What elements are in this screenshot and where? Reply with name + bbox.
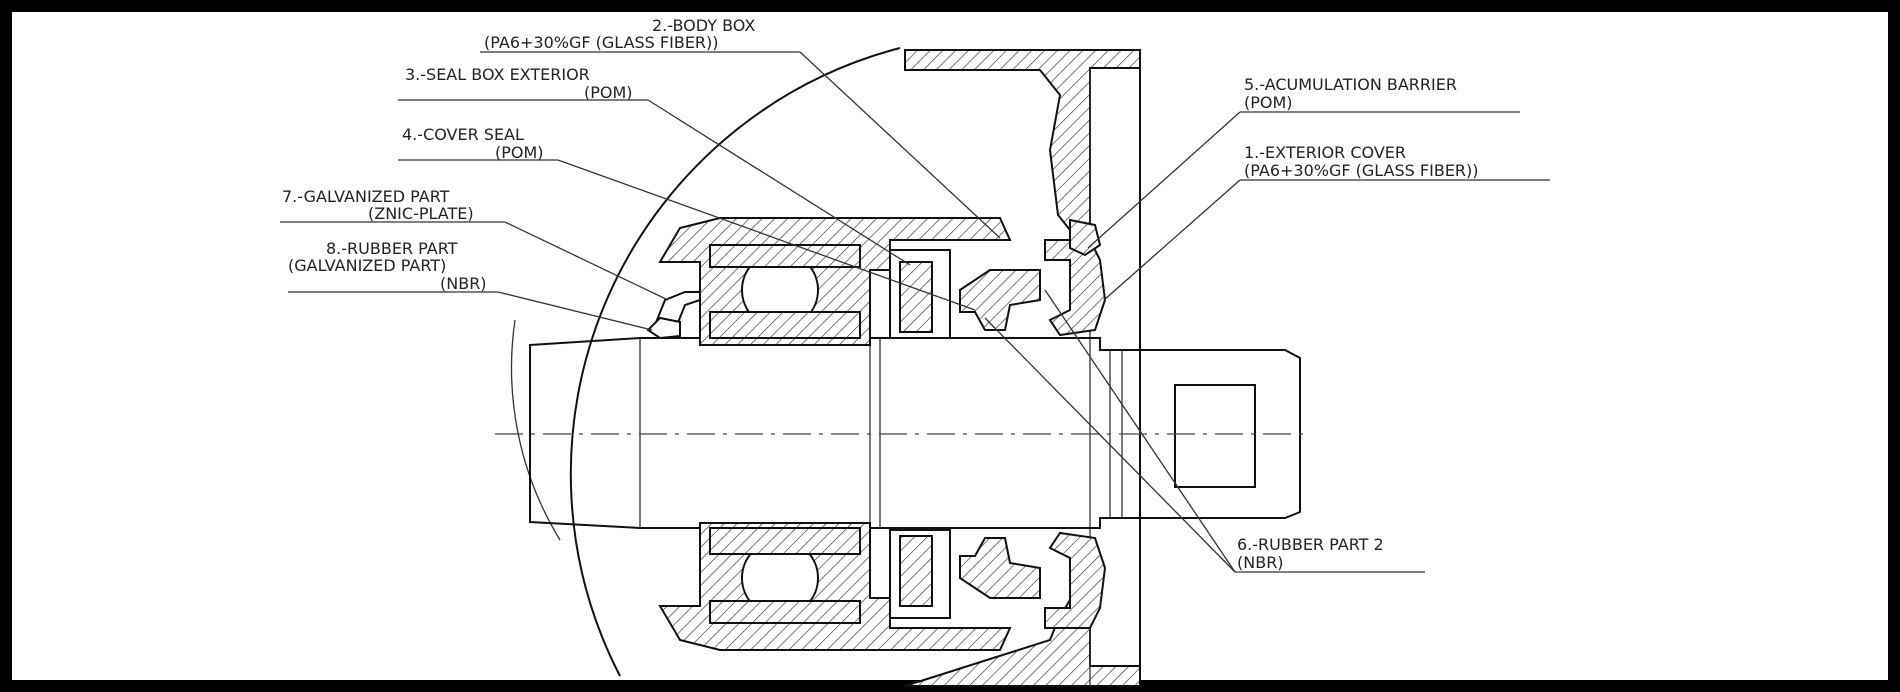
label-rubber-part-2-line2: (NBR) [1237, 553, 1284, 572]
housing-arc [569, 47, 901, 677]
seal-insert-bottom [899, 535, 933, 607]
cover-seal-top [959, 269, 1041, 331]
seal-insert-top [899, 261, 933, 333]
shaft [529, 337, 1301, 529]
cover-seal-bottom [959, 537, 1041, 599]
bearing-outer-ring-bottom [709, 600, 861, 624]
label-cover-seal-line2: (POM) [495, 143, 544, 162]
label-rubber-part-line2: (GALVANIZED PART) [288, 256, 446, 275]
label-seal-box-exterior-line1: 3.-SEAL BOX EXTERIOR [405, 65, 590, 84]
inner-arc [510, 319, 561, 541]
label-acumulation-barrier-line2: (POM) [1244, 93, 1293, 112]
label-exterior-cover-line2: (PA6+30%GF (GLASS FIBER)) [1244, 161, 1479, 180]
label-body-box-line2: (PA6+30%GF (GLASS FIBER)) [484, 33, 719, 52]
label-exterior-cover-line1: 1.-EXTERIOR COVER [1244, 143, 1406, 162]
label-galvanized-part-line2: (ZNIC-PLATE) [368, 204, 474, 223]
bearing-inner-ring-bottom [709, 527, 861, 555]
leader-lines [280, 51, 1550, 573]
label-rubber-part-2-line1: 6.-RUBBER PART 2 [1237, 535, 1384, 554]
label-cover-seal-line1: 4.-COVER SEAL [402, 125, 524, 144]
exterior-cover-top [1044, 239, 1107, 337]
label-seal-box-exterior-line2: (POM) [584, 83, 633, 102]
label-rubber-part-line1: 8.-RUBBER PART [326, 239, 458, 258]
exterior-cover-bottom [1044, 531, 1107, 629]
label-body-box-line1: 2.-BODY BOX [652, 16, 755, 35]
acumulation-barrier-top [1069, 218, 1102, 257]
label-acumulation-barrier-line1: 5.-ACUMULATION BARRIER [1244, 75, 1457, 94]
body-box-shell-top [904, 49, 1141, 232]
bearing-outer-ring-top [709, 244, 861, 268]
label-rubber-part-line3: (NBR) [440, 274, 487, 293]
bearing-inner-ring-top [709, 311, 861, 339]
rubber-part-ring [646, 316, 681, 340]
shaft-key-slot [1174, 384, 1256, 488]
label-galvanized-part-line1: 7.-GALVANIZED PART [282, 187, 450, 206]
